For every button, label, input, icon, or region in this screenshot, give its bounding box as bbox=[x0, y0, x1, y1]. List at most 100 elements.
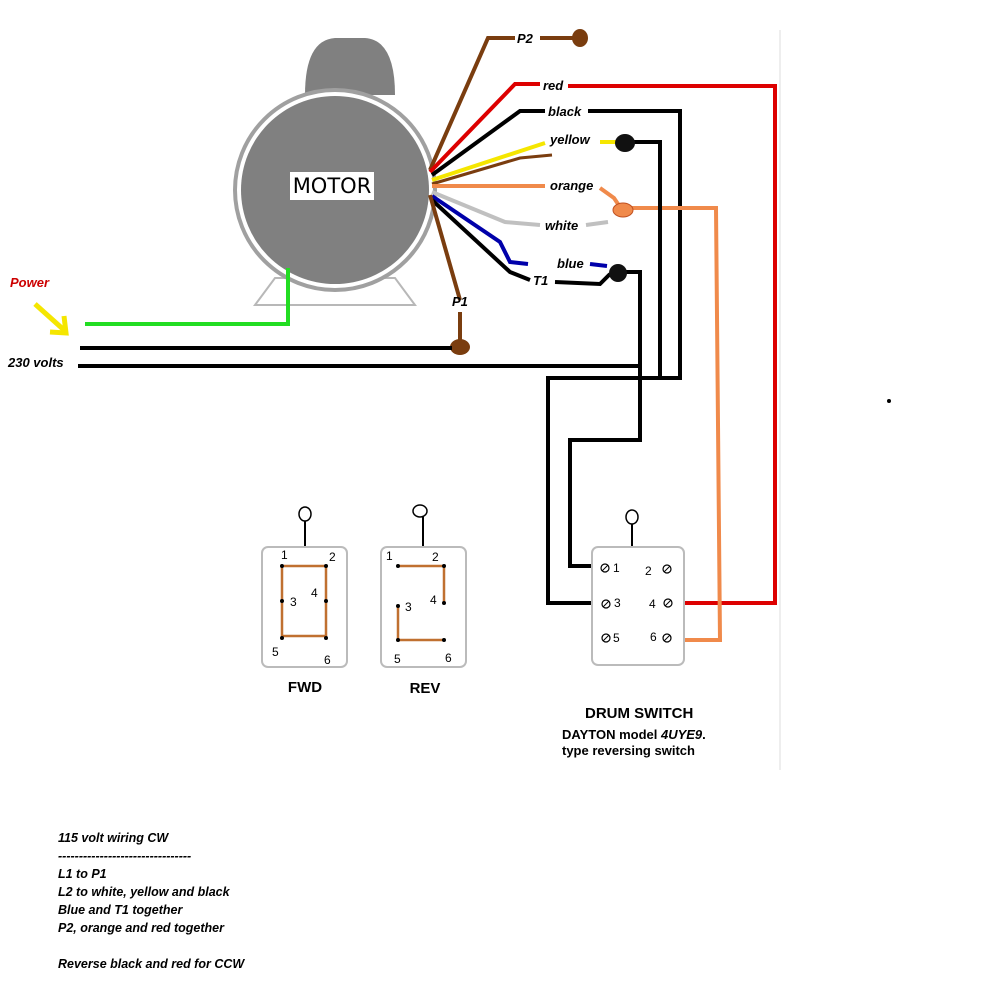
wire-white bbox=[431, 190, 541, 227]
label-blue: blue bbox=[557, 256, 584, 271]
drum-switch-type: type reversing switch bbox=[562, 743, 695, 758]
motor-label-box bbox=[290, 172, 374, 200]
fwd-terminal-3: 3 bbox=[290, 595, 297, 609]
rev-terminal-6: 6 bbox=[445, 651, 452, 665]
drum-terminal-4: 4 bbox=[649, 597, 656, 611]
wire-blue bbox=[430, 194, 529, 266]
wire-t1 bbox=[430, 198, 531, 282]
label-red: red bbox=[543, 78, 564, 93]
rev-terminal-dot bbox=[396, 564, 400, 568]
rev-terminal-dot bbox=[396, 638, 400, 642]
t1-junction-nut bbox=[609, 264, 627, 282]
rev-terminal-5: 5 bbox=[394, 652, 401, 666]
wire-p2 bbox=[428, 36, 515, 171]
drum-switch-model: DAYTON model 4UYE9. bbox=[562, 727, 706, 742]
label-white: white bbox=[545, 218, 578, 233]
notes-divider: -------------------------------- bbox=[58, 849, 192, 863]
yellow-junction-nut bbox=[615, 134, 635, 152]
drum-switch: 1 2 3 4 5 6 DRUM SWITCH DAYTON model 4UY… bbox=[562, 509, 706, 758]
fwd-switch: 1 2 3 4 5 6 FWD bbox=[261, 506, 348, 696]
fwd-terminal-dot bbox=[324, 599, 328, 603]
drum-model-number: 4UYE9 bbox=[660, 727, 703, 742]
drum-switch-body bbox=[591, 546, 685, 666]
label-t1: T1 bbox=[533, 273, 548, 288]
drum-switch-knob bbox=[625, 509, 639, 525]
label-orange: orange bbox=[550, 178, 593, 193]
rev-terminal-dot bbox=[442, 564, 446, 568]
wire-red-run bbox=[568, 84, 777, 605]
power-arrow-shaft bbox=[33, 302, 66, 332]
power-arrow-head bbox=[49, 315, 69, 336]
notes-line: Blue and T1 together bbox=[58, 903, 183, 917]
wire-black bbox=[430, 109, 545, 177]
voltage-label: 230 volts bbox=[7, 355, 64, 370]
notes-line: Reverse black and red for CCW bbox=[58, 957, 245, 971]
label-yellow: yellow bbox=[549, 132, 591, 147]
wire-orange-run bbox=[632, 206, 723, 642]
fwd-switch-label: FWD bbox=[288, 679, 322, 696]
drum-terminal-5: 5 bbox=[613, 631, 620, 645]
rev-terminal-dot bbox=[396, 604, 400, 608]
motor-label: MOTOR bbox=[293, 174, 372, 198]
rev-terminal-2: 2 bbox=[432, 550, 439, 564]
rev-switch-knob bbox=[412, 504, 428, 518]
power-supply bbox=[33, 268, 640, 368]
rev-terminal-dot bbox=[442, 601, 446, 605]
notes-line: L1 to P1 bbox=[58, 867, 107, 881]
rev-terminal-4: 4 bbox=[430, 593, 437, 607]
wire-t1-run bbox=[554, 272, 612, 287]
rev-switch: 1 2 3 4 5 6 REV bbox=[380, 504, 467, 697]
drum-model-prefix: DAYTON model bbox=[562, 727, 661, 742]
rev-terminal-3: 3 bbox=[405, 600, 412, 614]
drum-terminal-3: 3 bbox=[614, 596, 621, 610]
rev-terminal-1: 1 bbox=[386, 549, 393, 563]
label-black: black bbox=[548, 104, 582, 119]
fwd-switch-knob bbox=[298, 506, 312, 522]
wiring-notes: 115 volt wiring CW ---------------------… bbox=[58, 829, 478, 973]
drum-screw-slots bbox=[601, 564, 672, 642]
notes-line: L2 to white, yellow and black bbox=[58, 885, 230, 899]
rev-switch-label: REV bbox=[410, 680, 441, 697]
fwd-terminal-dot bbox=[280, 599, 284, 603]
wire-yellow-line2 bbox=[431, 153, 553, 186]
p1-wire-nut bbox=[450, 339, 470, 355]
label-p1: P1 bbox=[452, 294, 468, 309]
fwd-terminal-dot bbox=[280, 564, 284, 568]
fwd-terminal-6: 6 bbox=[324, 653, 331, 667]
label-p2: P2 bbox=[517, 31, 534, 46]
fwd-terminal-5: 5 bbox=[272, 645, 279, 659]
drum-switch-title: DRUM SWITCH bbox=[585, 705, 693, 722]
ground-wire bbox=[85, 268, 290, 326]
fwd-terminal-4: 4 bbox=[311, 586, 318, 600]
wire-t1-switch-run bbox=[568, 270, 642, 568]
power-label: Power bbox=[10, 275, 50, 290]
p2-wire-nut bbox=[572, 29, 588, 47]
fwd-terminal-dot bbox=[280, 636, 284, 640]
notes-line bbox=[58, 937, 478, 955]
wire-yellow-run bbox=[627, 140, 662, 380]
orange-junction-nut bbox=[612, 202, 634, 218]
fwd-terminal-dot bbox=[324, 564, 328, 568]
drum-terminal-2: 2 bbox=[645, 564, 652, 578]
notes-heading: 115 volt wiring CW bbox=[58, 831, 169, 845]
wire-white-tail bbox=[585, 220, 609, 227]
wire-blue-tail bbox=[589, 262, 608, 268]
drum-terminal-6: 6 bbox=[650, 630, 657, 644]
stray-dot bbox=[887, 399, 891, 403]
wire-black-run bbox=[546, 109, 682, 605]
fwd-terminal-2: 2 bbox=[329, 550, 336, 564]
motor-top-cap bbox=[305, 38, 395, 95]
motor-base bbox=[253, 277, 417, 306]
rev-terminal-dot bbox=[442, 638, 446, 642]
wire-yellow bbox=[431, 141, 546, 182]
wire-red bbox=[428, 82, 540, 174]
motor-leads bbox=[428, 36, 777, 642]
notes-line: P2, orange and red together bbox=[58, 921, 225, 935]
fwd-terminal-dot bbox=[324, 636, 328, 640]
wire-p1 bbox=[428, 194, 462, 301]
drum-model-suffix: . bbox=[702, 727, 706, 742]
motor: MOTOR bbox=[233, 38, 437, 306]
fwd-terminal-1: 1 bbox=[281, 548, 288, 562]
drum-terminal-1: 1 bbox=[613, 561, 620, 575]
